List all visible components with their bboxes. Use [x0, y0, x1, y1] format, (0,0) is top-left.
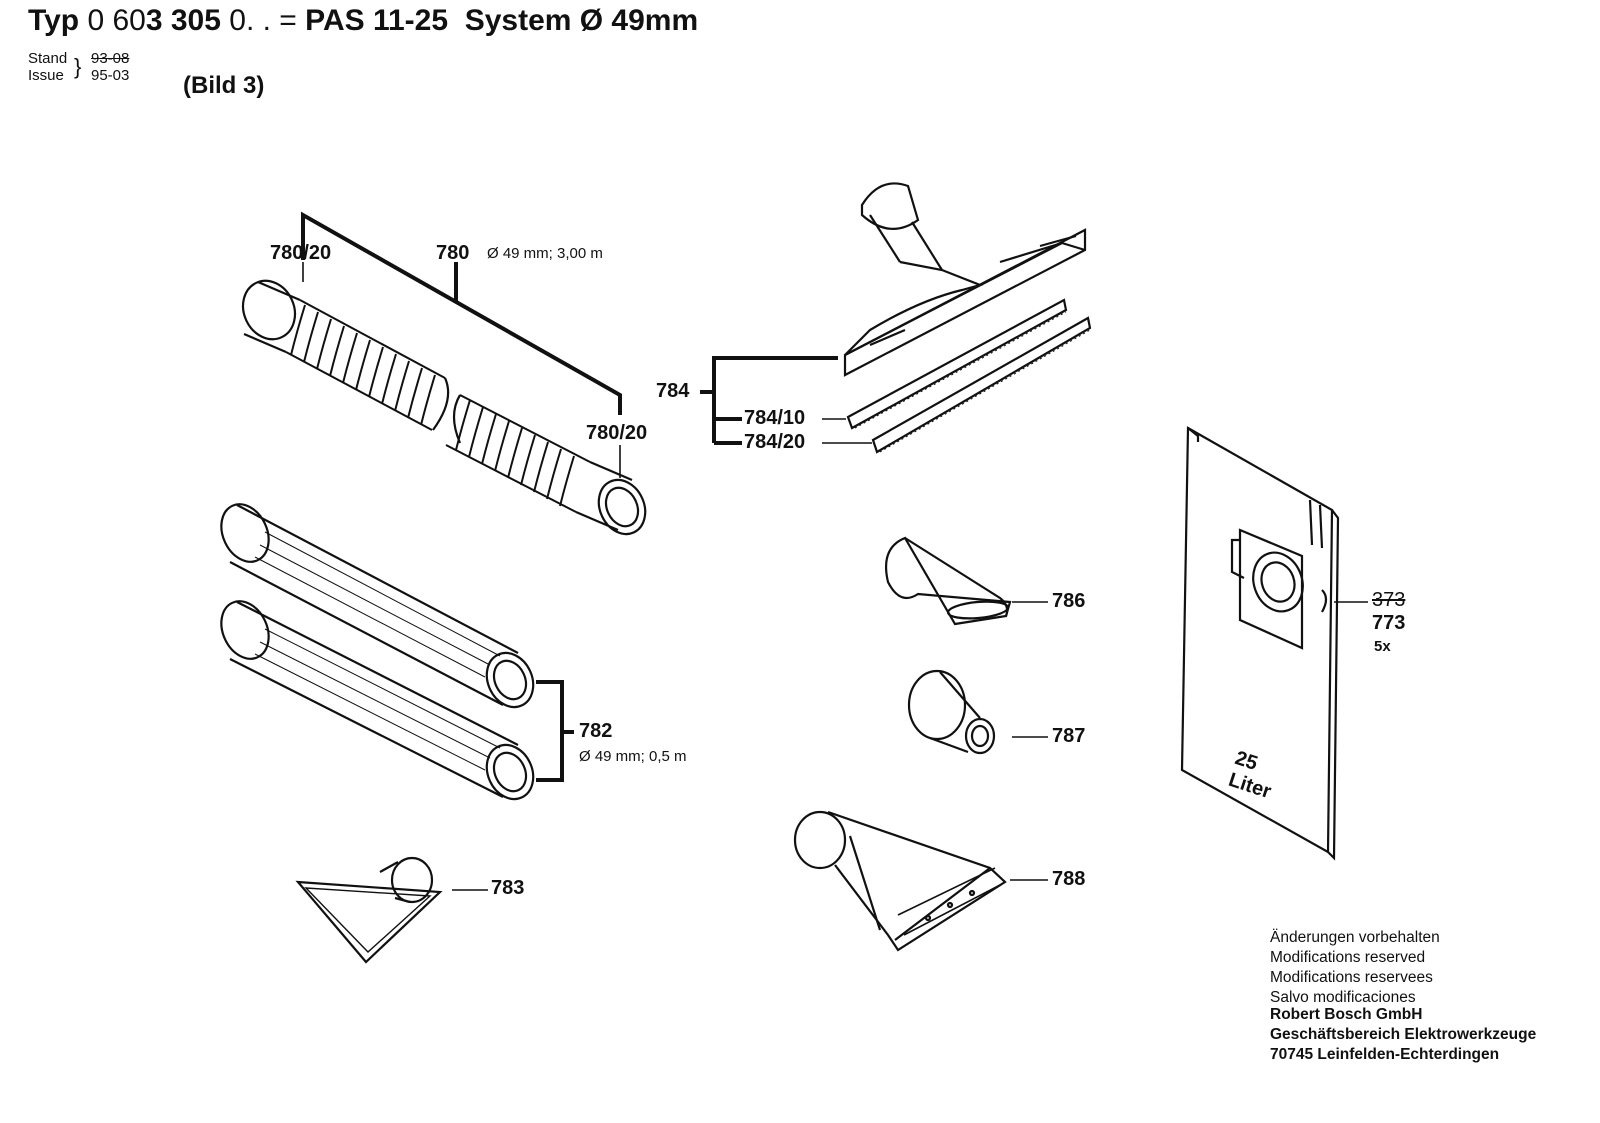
callout-788: 788 [1052, 868, 1086, 890]
callout-784: 784 [656, 380, 690, 402]
bracket-782 [536, 680, 564, 782]
nozzle-783 [295, 856, 443, 964]
callout-780-20-top: 780/20 [270, 242, 332, 264]
callout-784-10: 784/10 [744, 407, 806, 429]
brace-icon: } [74, 54, 82, 79]
callout-773-superseded: 373 [1372, 589, 1406, 611]
stand-label: Stand [28, 50, 68, 67]
callout-783: 783 [491, 877, 525, 899]
callout-773: 773 [1372, 612, 1406, 634]
spec-780: Ø 49 mm; 3,00 m [487, 245, 603, 262]
nozzle-788 [793, 810, 1007, 952]
page-title: Typ 0 603 305 0. . = PAS 11-25 System Ø … [28, 4, 698, 38]
spec-782: Ø 49 mm; 0,5 m [579, 748, 687, 765]
footer-note-de: Änderungen vorbehalten [1270, 929, 1440, 946]
callout-787: 787 [1052, 725, 1086, 747]
footer-note-fr: Modifications reservees [1270, 969, 1433, 986]
model-name: PAS 11-25 [305, 4, 449, 37]
suction-hose-780 [241, 279, 647, 536]
issue-date: 95-03 [91, 67, 130, 84]
footer-note-es: Salvo modificaciones [1270, 989, 1416, 1006]
typ-number-bold: 3 305 [145, 4, 221, 37]
nozzle-786 [884, 536, 1012, 626]
footer-note-en: Modifications reserved [1270, 949, 1426, 966]
dust-bag-773 [1180, 426, 1340, 861]
typ-suffix: 0. . = [229, 4, 297, 37]
floor-nozzle-784 [843, 182, 1092, 454]
extension-tubes-782 [220, 503, 535, 801]
callout-780-20-bottom: 780/20 [586, 422, 648, 444]
callout-784-20: 784/20 [744, 431, 806, 453]
quantity-773: 5x [1374, 638, 1391, 655]
footer-address: 70745 Leinfelden-Echterdingen [1270, 1046, 1500, 1063]
system-spec: System Ø 49mm [464, 4, 699, 37]
typ-label: Typ [28, 4, 80, 37]
hose-corrugation-upper [285, 299, 446, 431]
typ-number-light: 0 60 [87, 4, 146, 37]
footer-division: Geschäftsbereich Elektrowerkzeuge [1270, 1026, 1537, 1043]
footer-company: Robert Bosch GmbH [1270, 1006, 1423, 1023]
figure-label: (Bild 3) [183, 72, 265, 99]
stand-date: 93-08 [91, 50, 130, 67]
callout-782: 782 [579, 720, 613, 742]
callout-780: 780 [436, 242, 470, 264]
bracket-780 [301, 211, 622, 415]
adapter-787 [907, 669, 996, 755]
issue-label: Issue [28, 67, 64, 84]
callout-786: 786 [1052, 590, 1086, 612]
bracket-784 [712, 356, 838, 443]
hose-corrugation-lower [445, 394, 591, 513]
